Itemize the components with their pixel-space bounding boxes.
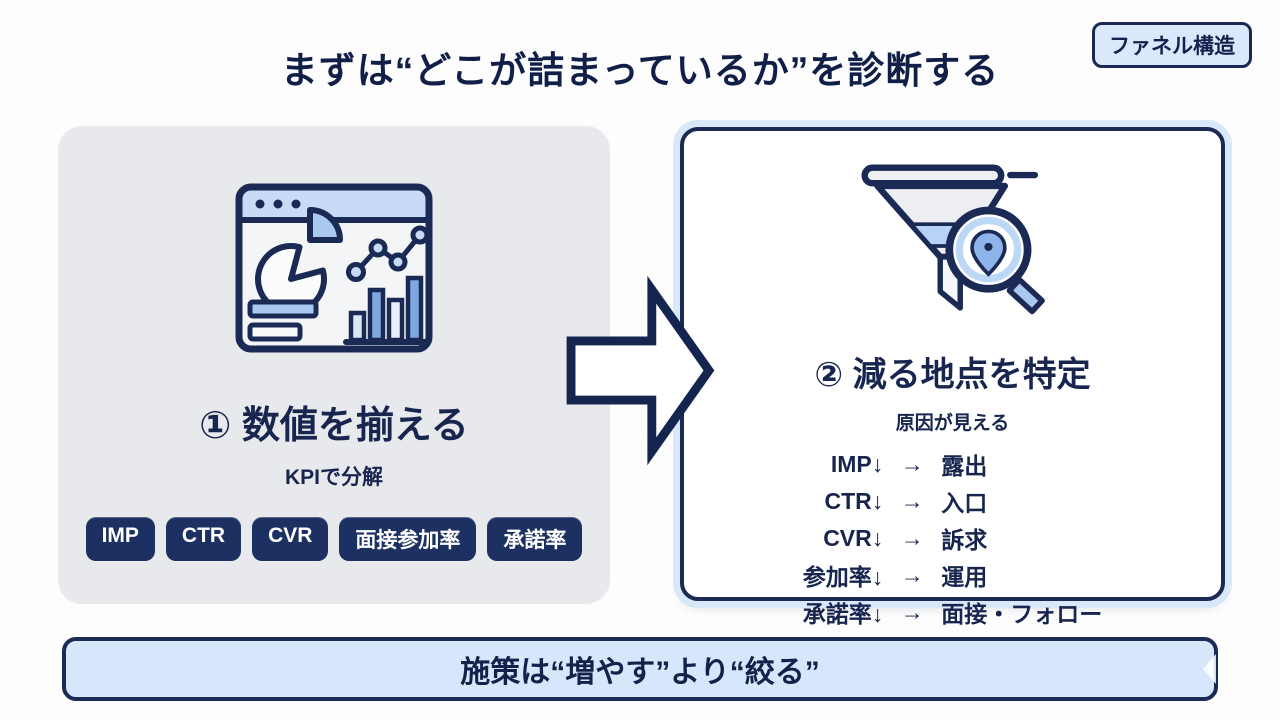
right-block-arrow-icon	[565, 272, 715, 469]
mapping-metric: 承諾率↓	[802, 601, 884, 627]
kpi-chip: CVR	[252, 517, 329, 561]
mapping-metric: IMP↓	[830, 450, 884, 477]
mapping-arrow: →	[900, 598, 924, 625]
kpi-chip: IMP	[85, 517, 155, 561]
step2-card: ② 減る地点を特定 原因が見える IMP↓ → 露出 CTR↓ → 入口 CVR↓ → 訴求参加…	[680, 127, 1225, 627]
mapping-cause: 運用	[941, 564, 988, 590]
kpi-chip: 承諾率	[487, 517, 583, 561]
dashboard-analytics-icon	[234, 182, 434, 354]
mapping-cause: 訴求	[941, 527, 988, 553]
step1-heading: ① 数値を揃える	[199, 405, 469, 447]
funnel-structure-badge: ファネル構造	[1092, 22, 1252, 68]
cause-mapping-list: IMP↓ → 露出 CTR↓ → 入口 CVR↓ → 訴求参加率↓ → 運用承諾率↓ → 面接・フォロー	[803, 447, 1103, 629]
funnel-search-icon	[850, 155, 1055, 331]
footer-banner: 施策は“増やす”より“絞る”	[62, 637, 1218, 701]
step2-subheading: 原因が見える	[895, 413, 1010, 434]
watermark-chevron-icon	[1203, 654, 1216, 684]
mapping-arrow: →	[900, 524, 924, 551]
mapping-cause: 入口	[941, 490, 988, 516]
step1-subheading: KPIで分解	[284, 466, 383, 489]
mapping-metric: CVR↓	[823, 524, 884, 551]
mapping-cause: 面接・フォロー	[941, 601, 1103, 627]
kpi-chip: CTR	[165, 517, 242, 561]
kpi-chip: 面接参加率	[339, 517, 477, 561]
mapping-metric: CTR↓	[824, 487, 884, 514]
mapping-arrow: →	[900, 561, 924, 588]
footer-text: 施策は“増やす”より“絞る”	[460, 656, 820, 689]
mapping-arrow: →	[900, 450, 924, 477]
step2-heading: ② 減る地点を特定	[814, 356, 1091, 394]
mapping-cause: 露出	[941, 453, 988, 479]
mapping-metric: 参加率↓	[802, 564, 884, 590]
page-title: まずは“どこが詰まっているか”を診断する	[280, 50, 1000, 91]
mapping-arrow: →	[900, 487, 924, 514]
